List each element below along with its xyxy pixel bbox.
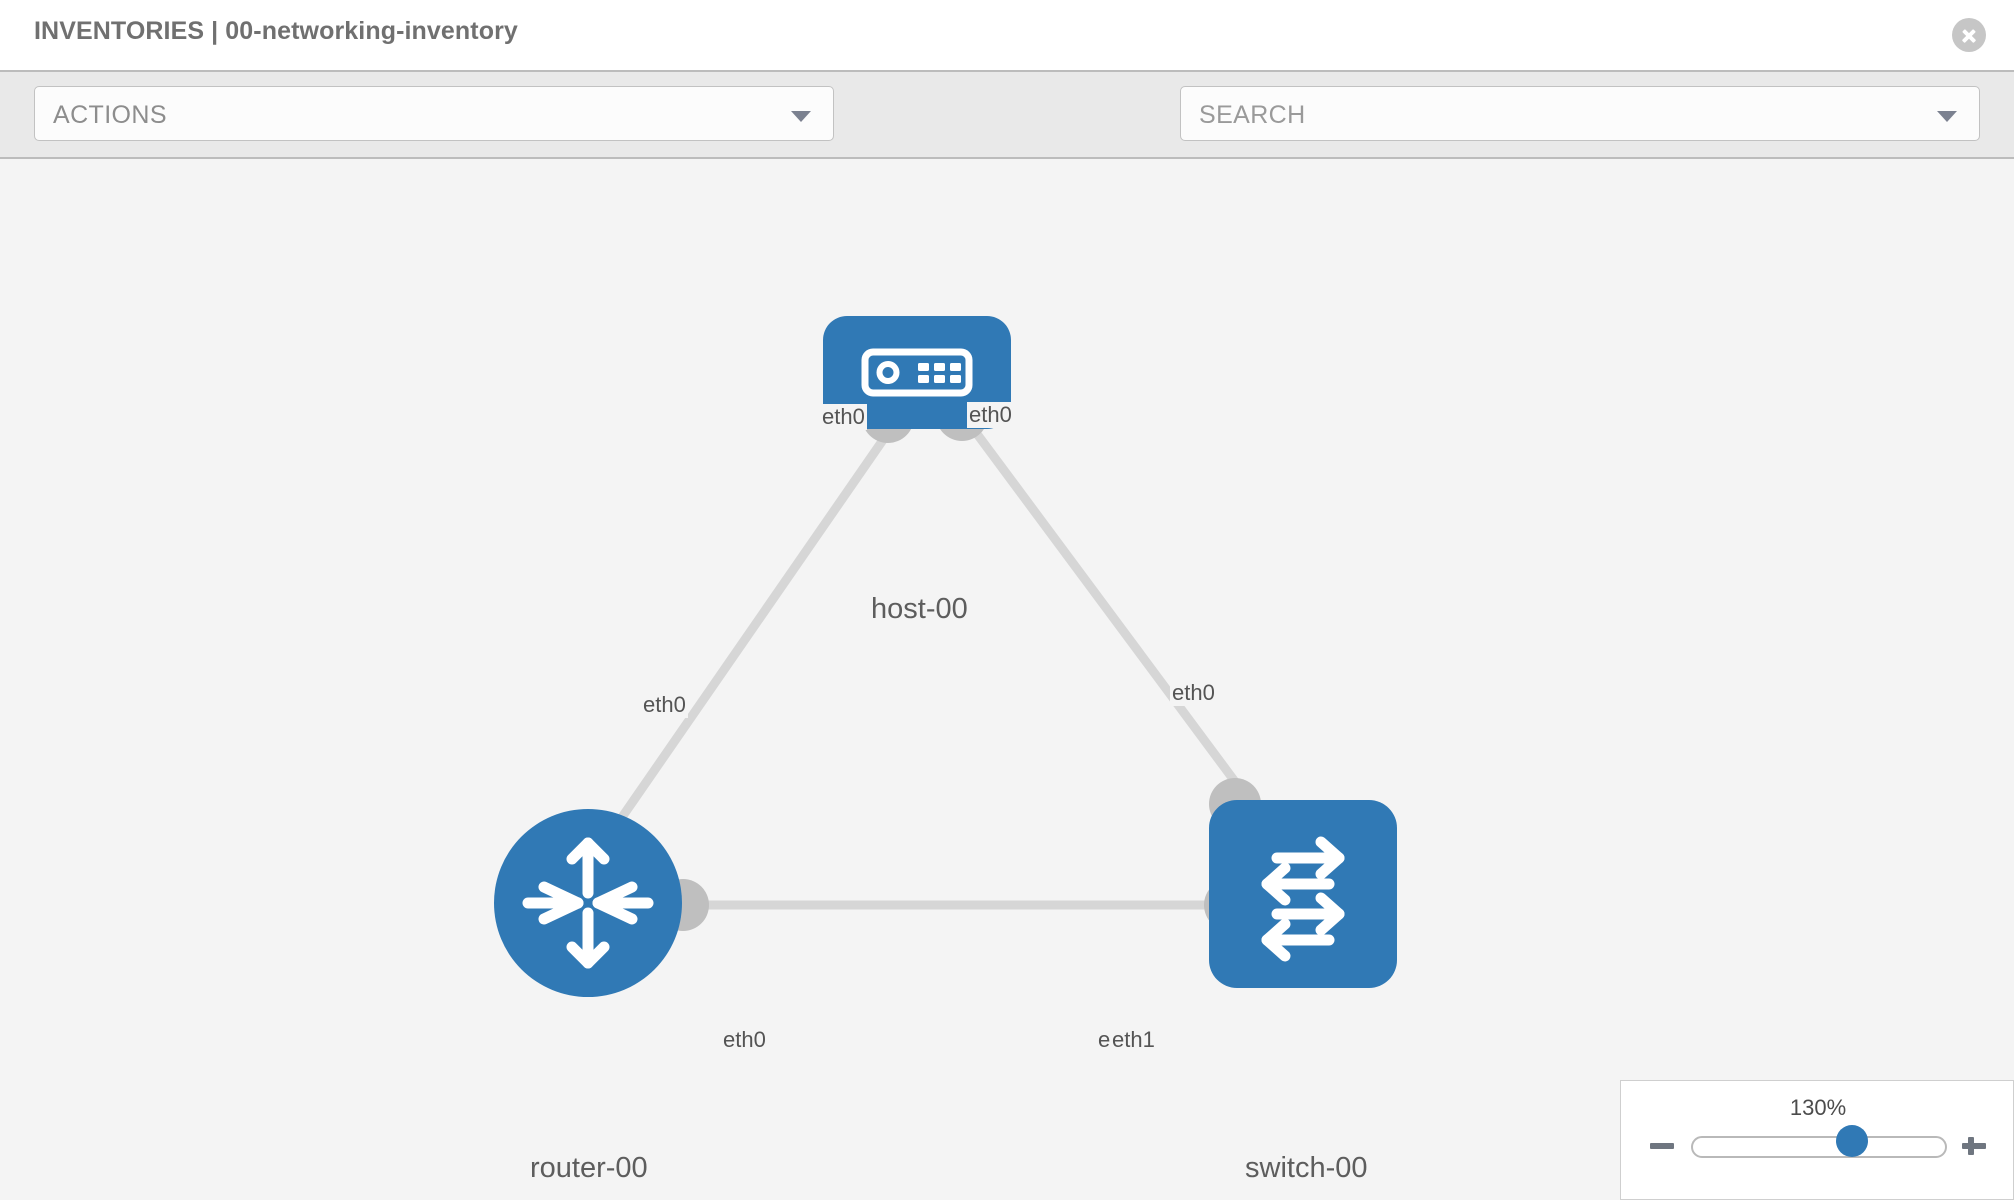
- connector-group: [657, 389, 1261, 931]
- router-arrows-icon: [522, 837, 654, 969]
- edge-host-switch: [956, 408, 1289, 852]
- topology-canvas[interactable]: host-00 router-00 switch-00 eth0 eth0 et…: [0, 159, 2014, 1200]
- iface-label-switch-eth0-up: eth0: [1170, 680, 1217, 706]
- zoom-slider-track[interactable]: [1691, 1136, 1947, 1158]
- page-header: INVENTORIES | 00-networking-inventory: [0, 0, 2014, 70]
- zoom-level-value: 130%: [1789, 1095, 1847, 1120]
- search-input[interactable]: SEARCH: [1180, 86, 1980, 141]
- iface-label-host-eth0-right: eth0: [967, 402, 1014, 428]
- edge-router-host: [596, 408, 907, 852]
- chevron-down-icon: [791, 111, 811, 122]
- actions-dropdown[interactable]: ACTIONS: [34, 86, 834, 141]
- toolbar: ACTIONS SEARCH: [0, 70, 2014, 200]
- iface-label-host-eth0-left: eth0: [820, 404, 867, 430]
- zoom-control-panel: 130%: [1620, 1080, 2014, 1200]
- close-icon[interactable]: [1952, 18, 1986, 52]
- server-icon: [861, 348, 973, 397]
- zoom-slider-thumb[interactable]: [1836, 1125, 1868, 1157]
- node-switch-00[interactable]: [1209, 800, 1397, 988]
- node-label-router-00: router-00: [528, 1152, 650, 1185]
- search-placeholder: SEARCH: [1199, 101, 1306, 129]
- switch-arrows-icon: [1261, 836, 1345, 962]
- actions-dropdown-label: ACTIONS: [53, 101, 167, 129]
- iface-label-switch-eth1-mid-b: eth1: [1110, 1027, 1157, 1053]
- edge-group: [596, 408, 1289, 910]
- iface-label-router-eth0-up: eth0: [641, 692, 688, 718]
- zoom-out-button[interactable]: [1647, 1131, 1677, 1161]
- node-label-host-00: host-00: [869, 593, 970, 626]
- zoom-in-button[interactable]: [1959, 1131, 1989, 1161]
- node-label-switch-00: switch-00: [1243, 1152, 1370, 1185]
- node-router-00[interactable]: [494, 809, 682, 997]
- node-host-00[interactable]: [823, 316, 1011, 429]
- chevron-down-icon: [1937, 111, 1957, 122]
- page-title: INVENTORIES | 00-networking-inventory: [34, 17, 518, 45]
- iface-label-router-eth0-mid: eth0: [721, 1027, 768, 1053]
